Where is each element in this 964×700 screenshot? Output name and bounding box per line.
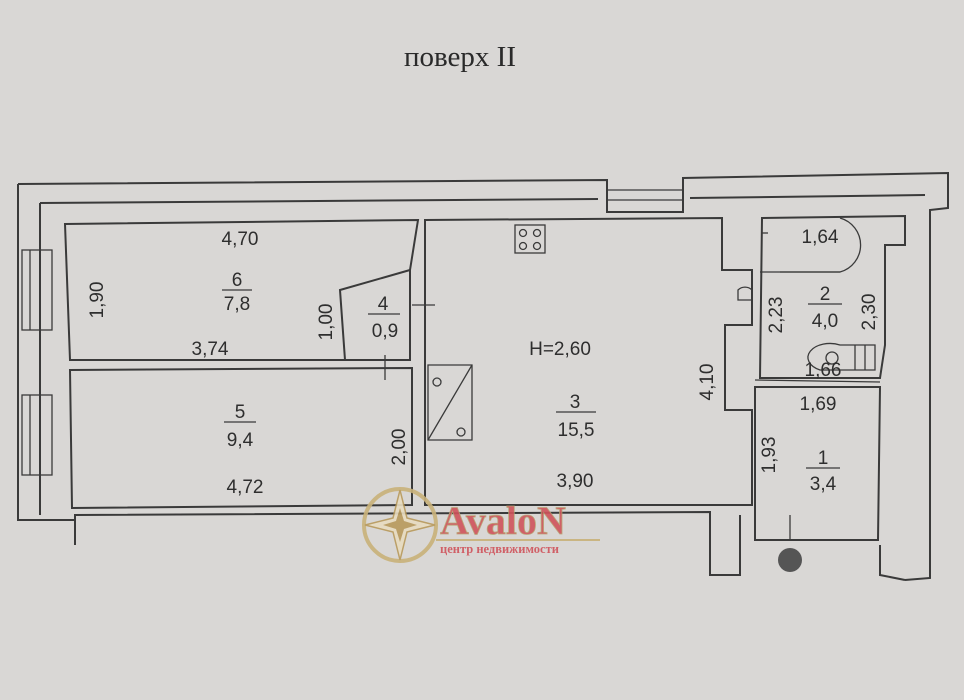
watermark-brand: AvaloN bbox=[440, 498, 566, 543]
dim-label: 3,74 bbox=[192, 339, 229, 360]
labels: 4,70 1,90 6 7,8 3,74 1,00 4 0,9 5 9,4 2,… bbox=[87, 227, 880, 498]
room-2-number: 2 bbox=[820, 284, 831, 305]
dim-label: 1,66 bbox=[805, 360, 842, 381]
room-2-outline bbox=[758, 214, 906, 379]
outer-walls bbox=[17, 171, 949, 581]
room-walls bbox=[63, 214, 906, 541]
room-3-outline bbox=[424, 216, 753, 506]
room-1-number: 1 bbox=[818, 448, 829, 469]
room-4-number: 4 bbox=[378, 294, 389, 315]
fixtures bbox=[384, 224, 876, 572]
toilet-icon bbox=[807, 342, 876, 371]
dim-label: 1,93 bbox=[759, 437, 780, 474]
sink-icon bbox=[427, 364, 473, 441]
room-4-area: 0,9 bbox=[372, 321, 398, 342]
room-6-number: 6 bbox=[232, 270, 243, 291]
ceiling-height-label: H=2,60 bbox=[529, 339, 591, 360]
dim-label: 3,90 bbox=[557, 471, 594, 492]
room-4-outline bbox=[338, 268, 411, 361]
windows bbox=[21, 189, 683, 476]
watermark-tagline: центр недвижимости bbox=[440, 542, 559, 556]
watermark-logo: AvaloN центр недвижимости bbox=[362, 487, 600, 563]
dim-label: 2,23 bbox=[766, 297, 787, 334]
dim-label: 1,64 bbox=[802, 227, 839, 248]
room-3-number: 3 bbox=[570, 392, 581, 413]
dim-label: 2,00 bbox=[389, 429, 410, 466]
dim-label: 1,90 bbox=[87, 282, 108, 319]
room-2-area: 4,0 bbox=[812, 311, 838, 332]
stove-icon bbox=[514, 224, 546, 254]
dim-label: 1,00 bbox=[316, 304, 337, 341]
dim-label: 1,69 bbox=[800, 394, 837, 415]
room-1-outline bbox=[754, 386, 882, 541]
dim-label: 4,10 bbox=[697, 364, 718, 401]
room-1-area: 3,4 bbox=[810, 474, 837, 495]
dim-label: 4,72 bbox=[227, 477, 264, 498]
room-5-outline bbox=[68, 366, 413, 510]
dim-label: 4,70 bbox=[222, 229, 259, 250]
stair-mark-icon bbox=[778, 548, 802, 572]
dim-label: 2,30 bbox=[859, 294, 880, 331]
room-5-number: 5 bbox=[235, 402, 246, 423]
room-5-area: 9,4 bbox=[227, 430, 254, 451]
room-6-area: 7,8 bbox=[224, 294, 250, 315]
room-3-area: 15,5 bbox=[558, 420, 595, 441]
floor-title: поверх II bbox=[404, 41, 516, 73]
